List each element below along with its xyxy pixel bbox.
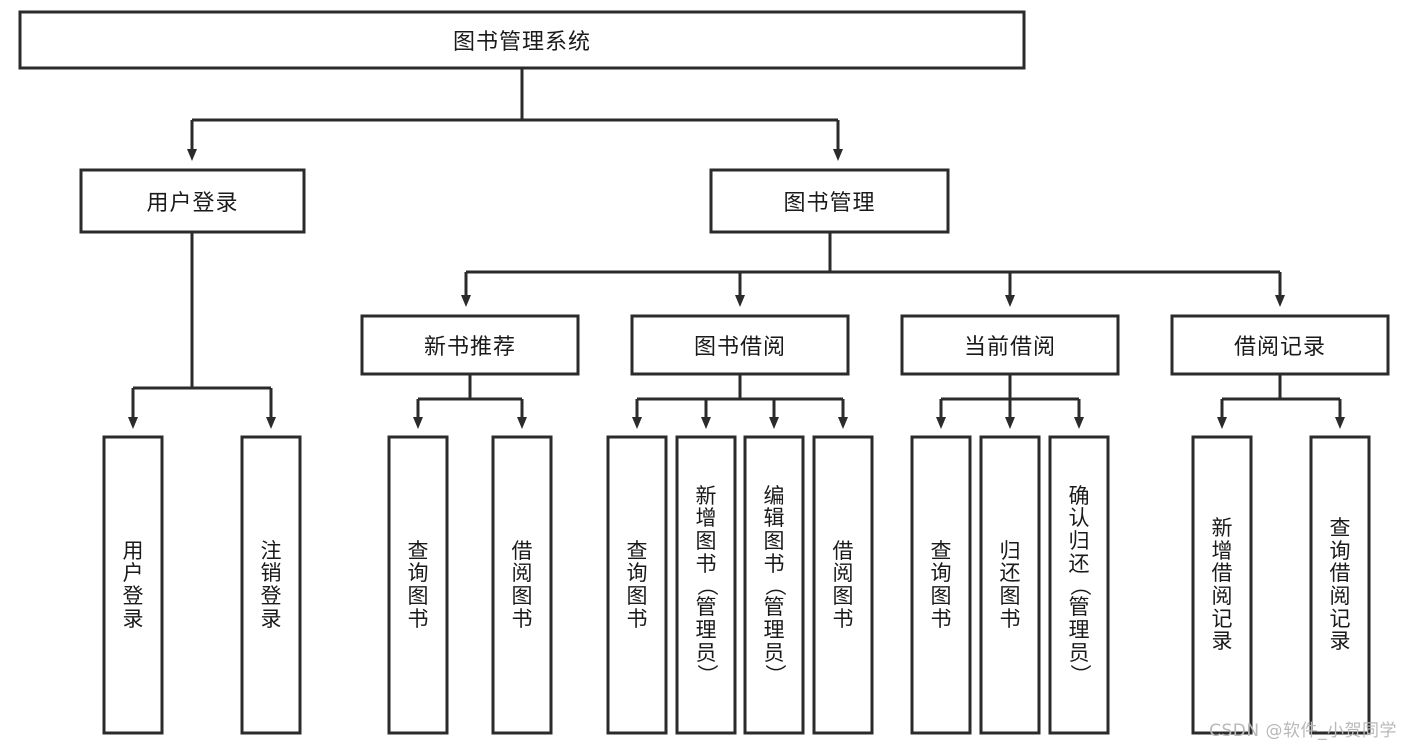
leaf-current-borrow-1[interactable]	[979, 435, 1041, 735]
connector-borrowrecord-to-leaves	[1217, 374, 1345, 429]
leaf-current-borrow-0[interactable]	[910, 435, 972, 735]
leaf-book-borrow-3[interactable]	[812, 435, 874, 735]
leaf-new-book-1[interactable]	[491, 435, 553, 735]
connector-newbook-to-leaves	[413, 374, 527, 429]
leaf-borrow-record-1[interactable]	[1309, 435, 1371, 735]
node-borrow-record[interactable]	[1170, 314, 1390, 376]
node-current-borrow[interactable]	[900, 314, 1120, 376]
connector-userlogin-to-leaves	[128, 232, 276, 429]
node-book-management[interactable]	[709, 168, 950, 234]
connector-currentborrow-to-leaves	[936, 374, 1084, 429]
leaf-new-book-0[interactable]	[387, 435, 449, 735]
node-book-borrow[interactable]	[630, 314, 850, 376]
leaf-current-borrow-2[interactable]	[1048, 435, 1110, 735]
leaf-user-login-1[interactable]	[240, 435, 302, 735]
leaf-book-borrow-0[interactable]	[606, 435, 668, 735]
node-root-system[interactable]	[18, 10, 1026, 70]
node-new-book-recommend[interactable]	[360, 314, 580, 376]
leaf-borrow-record-0[interactable]	[1191, 435, 1253, 735]
leaf-user-login-0[interactable]	[102, 435, 164, 735]
leaf-book-borrow-2[interactable]	[743, 435, 805, 735]
connector-bookborrow-to-leaves	[632, 374, 848, 429]
node-user-login[interactable]	[79, 168, 306, 234]
connector-root-to-level2	[187, 68, 843, 161]
leaf-book-borrow-1[interactable]	[675, 435, 737, 735]
watermark-text: CSDN @软件_小贺同学	[1209, 721, 1397, 741]
connector-bookmgmt-to-level3	[461, 232, 1285, 307]
